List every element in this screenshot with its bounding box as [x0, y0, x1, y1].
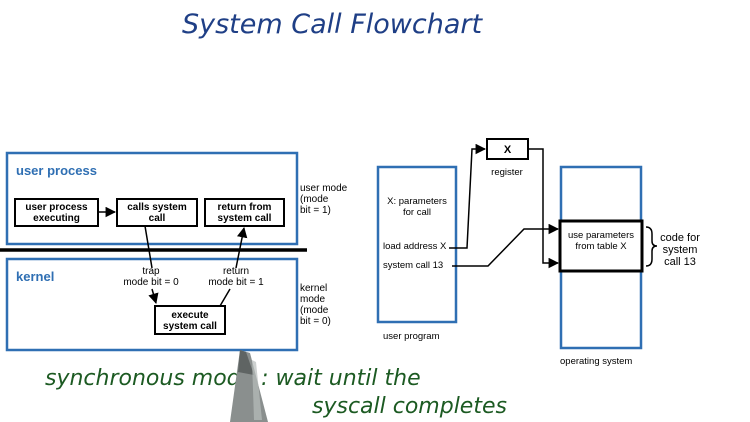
use-parameters-box	[558, 219, 644, 273]
code-for-line1: code for	[660, 232, 700, 244]
calls-system-call-line2: call	[149, 213, 166, 224]
load-address-label: load address X	[383, 241, 447, 252]
user-process-executing-line1: user process	[25, 202, 88, 213]
kernel-mode-line3: (mode	[300, 305, 329, 316]
system-call-13-label: system call 13	[383, 260, 443, 271]
register-value: X	[504, 144, 512, 156]
trap-arrow	[144, 225, 156, 303]
user-process-executing-box	[14, 198, 99, 227]
use-parameters-line1: use parameters	[568, 230, 634, 241]
note-line2: syscall completes	[312, 394, 507, 419]
user-process-label: user process	[16, 163, 97, 178]
execute-system-call-line1: execute	[171, 310, 209, 321]
register-caption: register	[491, 167, 523, 178]
trap-label: trap	[142, 266, 160, 277]
trap-mode-bit-label: mode bit = 0	[123, 277, 179, 288]
kernel-mode-line1: kernel	[300, 283, 327, 294]
user-program-panel	[376, 165, 458, 324]
pen-tip-icon	[230, 350, 268, 422]
kernel-panel	[5, 257, 299, 352]
kernel-mode-line4: bit = 0)	[300, 316, 331, 327]
register-to-os-arrow	[528, 148, 560, 269]
kernel-label: kernel	[16, 269, 54, 284]
execute-system-call-box	[154, 305, 226, 335]
user-process-executing-line2: executing	[33, 213, 80, 224]
note-line1: synchronous mode : wait until the	[45, 366, 421, 391]
return-mode-bit-label: mode bit = 1	[208, 277, 264, 288]
code-for-line3: call 13	[664, 256, 696, 268]
user-process-panel	[5, 151, 299, 246]
page-title: System Call Flowchart	[182, 9, 483, 40]
calls-system-call-line1: calls system	[127, 202, 187, 213]
user-program-params-line1: X: parameters	[387, 196, 447, 207]
load-address-to-register-arrow	[449, 143, 487, 249]
return-label: return	[223, 266, 249, 277]
user-mode-line1: user mode	[300, 183, 348, 194]
user-mode-line2: (mode	[300, 194, 329, 205]
user-program-params-line2: for call	[403, 207, 431, 218]
kernel-mode-line2: mode	[300, 294, 325, 305]
user-program-caption: user program	[383, 331, 440, 342]
system-call-to-os-arrow	[452, 223, 560, 267]
return-from-system-call-line1: return from	[218, 202, 272, 213]
code-brace-icon	[645, 226, 658, 267]
use-parameters-line2: from table X	[575, 241, 627, 252]
code-for-line2: system	[663, 244, 698, 256]
operating-system-caption: operating system	[560, 356, 632, 367]
return-arrow	[219, 228, 244, 307]
calls-system-call-box	[116, 198, 198, 227]
return-from-system-call-line2: system call	[218, 213, 272, 224]
user-mode-line3: bit = 1)	[300, 205, 331, 216]
execute-system-call-line2: system call	[163, 321, 217, 332]
